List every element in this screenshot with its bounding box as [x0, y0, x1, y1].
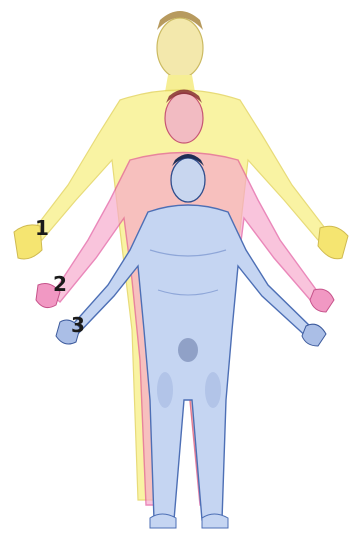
layer-label-2: 2: [53, 274, 67, 294]
layer-label-3: 3: [71, 315, 85, 335]
figure-3-blue: [56, 154, 326, 528]
layer-label-1: 1: [35, 218, 49, 238]
